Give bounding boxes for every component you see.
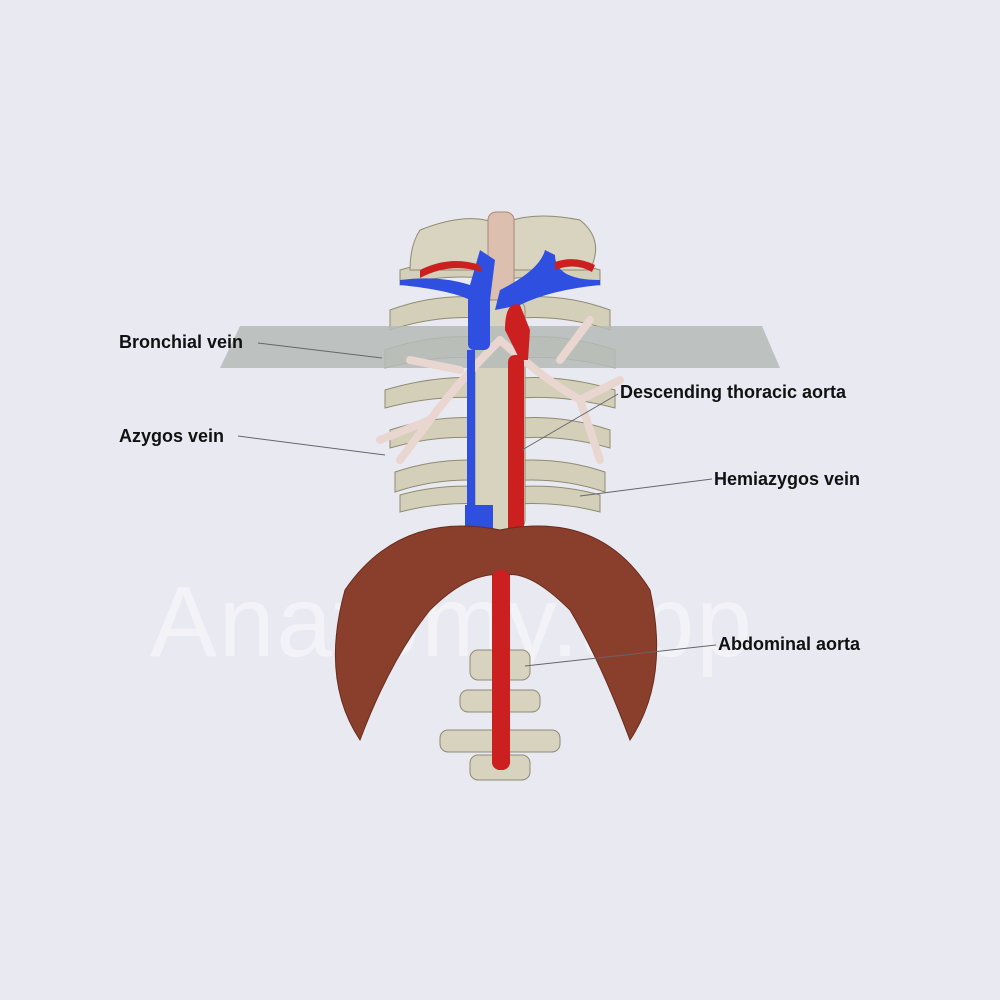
leader-bronchial-vein xyxy=(257,342,383,359)
label-hemiazygos-vein: Hemiazygos vein xyxy=(714,469,861,489)
bronchial-tree xyxy=(376,316,624,464)
leader-abdominal-aorta xyxy=(524,644,717,667)
leader-hemiazygos-vein xyxy=(579,478,713,497)
label-azygos-vein: Azygos vein xyxy=(119,426,225,446)
label-bronchial-vein: Bronchial vein xyxy=(119,332,244,352)
veins xyxy=(400,250,600,535)
label-abdominal-aorta: Abdominal aorta xyxy=(718,634,861,654)
abdominal-aorta-shape xyxy=(492,570,510,770)
transverse-plane xyxy=(220,326,780,368)
label-descending-thoracic-aorta: Descending thoracic aorta xyxy=(620,382,847,402)
diaphragm xyxy=(334,525,658,742)
leader-descending-thoracic-aorta xyxy=(521,393,619,451)
leader-lines xyxy=(237,342,717,667)
leader-azygos-vein xyxy=(237,435,386,456)
